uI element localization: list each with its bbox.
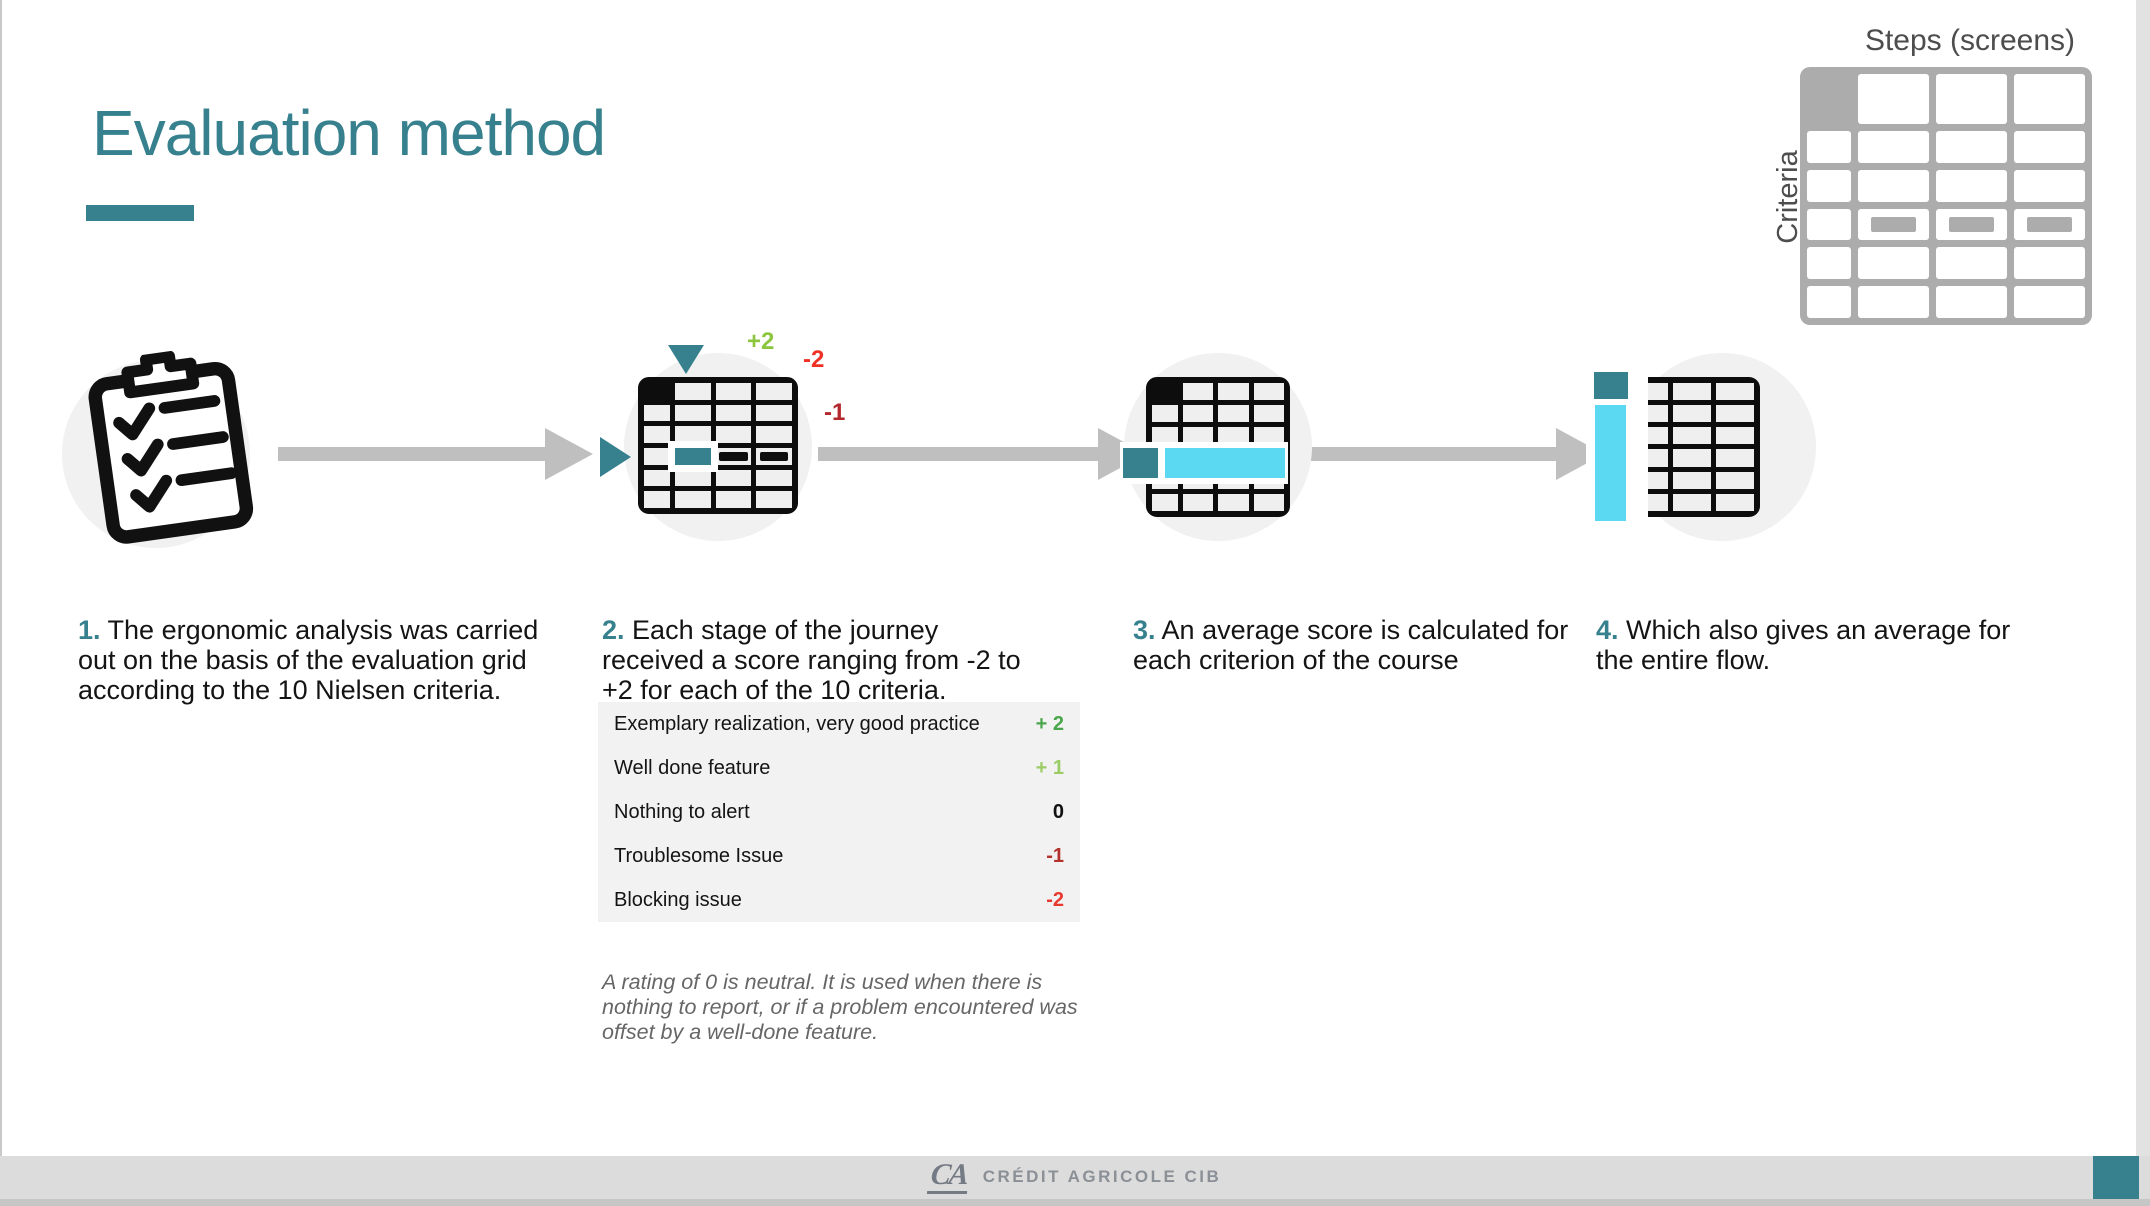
footer-bar <box>0 1156 2150 1199</box>
row-value: 0 <box>1052 800 1064 823</box>
annotation-minus2: -2 <box>803 346 825 373</box>
arrow-3-shaft <box>1310 447 1556 461</box>
row-label: Blocking issue <box>614 888 742 911</box>
table-row: Well done feature + 1 <box>598 746 1080 790</box>
footer-logo: CA CRÉDIT AGRICOLE CIB <box>926 1158 1222 1194</box>
neutral-rating-note: A rating of 0 is neutral. It is used whe… <box>602 969 1078 1044</box>
step4-text: Which also gives an average for the enti… <box>1596 615 2011 675</box>
credit-agricole-logo-icon: CA <box>926 1158 971 1194</box>
table-row: Exemplary realization, very good practic… <box>598 702 1080 746</box>
matrix-top-label: Steps (screens) <box>1864 24 2076 57</box>
step3-row-header-cell <box>1123 448 1158 478</box>
step3-row-average-bar <box>1165 448 1285 478</box>
corner-accent-square <box>2093 1156 2139 1199</box>
title-underline <box>86 205 194 221</box>
step4-grid-icon <box>1630 377 1760 517</box>
step3-row-highlight <box>1120 442 1288 484</box>
row-value: -2 <box>1046 888 1064 911</box>
step2-selected-cell <box>675 447 711 465</box>
right-edge-strip <box>2136 0 2150 1199</box>
footer-bottom-strip <box>0 1199 2150 1206</box>
clipboard-icon <box>88 350 254 544</box>
table-row: Troublesome Issue -1 <box>598 834 1080 878</box>
criteria-steps-matrix-icon <box>1800 67 2092 325</box>
step2-caption: 2. Each stage of the journey received a … <box>602 615 1034 705</box>
left-edge-line <box>0 0 2 1156</box>
row-label: Nothing to alert <box>614 800 750 823</box>
page-title: Evaluation method <box>92 97 606 169</box>
step4-number: 4. <box>1596 615 1619 645</box>
row-label: Exemplary realization, very good practic… <box>614 712 980 735</box>
arrow-1-head <box>545 428 593 480</box>
step2-text: Each stage of the journey received a sco… <box>602 615 1021 705</box>
column-pointer-icon <box>668 345 704 374</box>
annotation-minus1: -1 <box>824 399 846 426</box>
score-legend-table: Exemplary realization, very good practic… <box>598 702 1080 922</box>
row-pointer-icon <box>600 437 631 477</box>
row-value: + 2 <box>1035 712 1064 735</box>
step4-column-highlight <box>1586 366 1648 532</box>
annotation-plus2: +2 <box>747 328 775 355</box>
arrow-2-shaft <box>818 447 1098 461</box>
step3-number: 3. <box>1133 615 1156 645</box>
step1-caption: 1. The ergonomic analysis was carried ou… <box>78 615 558 705</box>
table-row: Nothing to alert 0 <box>598 790 1080 834</box>
step3-text: An average score is calculated for each … <box>1133 615 1569 675</box>
table-row: Blocking issue -2 <box>598 878 1080 922</box>
arrow-1-shaft <box>278 447 545 461</box>
footer-brand-text: CRÉDIT AGRICOLE CIB <box>982 1167 1222 1186</box>
step2-grid-icon <box>638 377 798 514</box>
row-value: -1 <box>1046 844 1064 867</box>
row-label: Well done feature <box>614 756 771 779</box>
step4-column-header-cell <box>1594 372 1628 399</box>
row-value: + 1 <box>1035 756 1064 779</box>
step3-caption: 3. An average score is calculated for ea… <box>1133 615 1593 675</box>
step1-text: The ergonomic analysis was carried out o… <box>78 615 539 705</box>
step2-number: 2. <box>602 615 625 645</box>
row-label: Troublesome Issue <box>614 844 784 867</box>
step4-caption: 4. Which also gives an average for the e… <box>1596 615 2036 675</box>
step1-number: 1. <box>78 615 101 645</box>
step4-column-average-bar <box>1595 405 1626 521</box>
